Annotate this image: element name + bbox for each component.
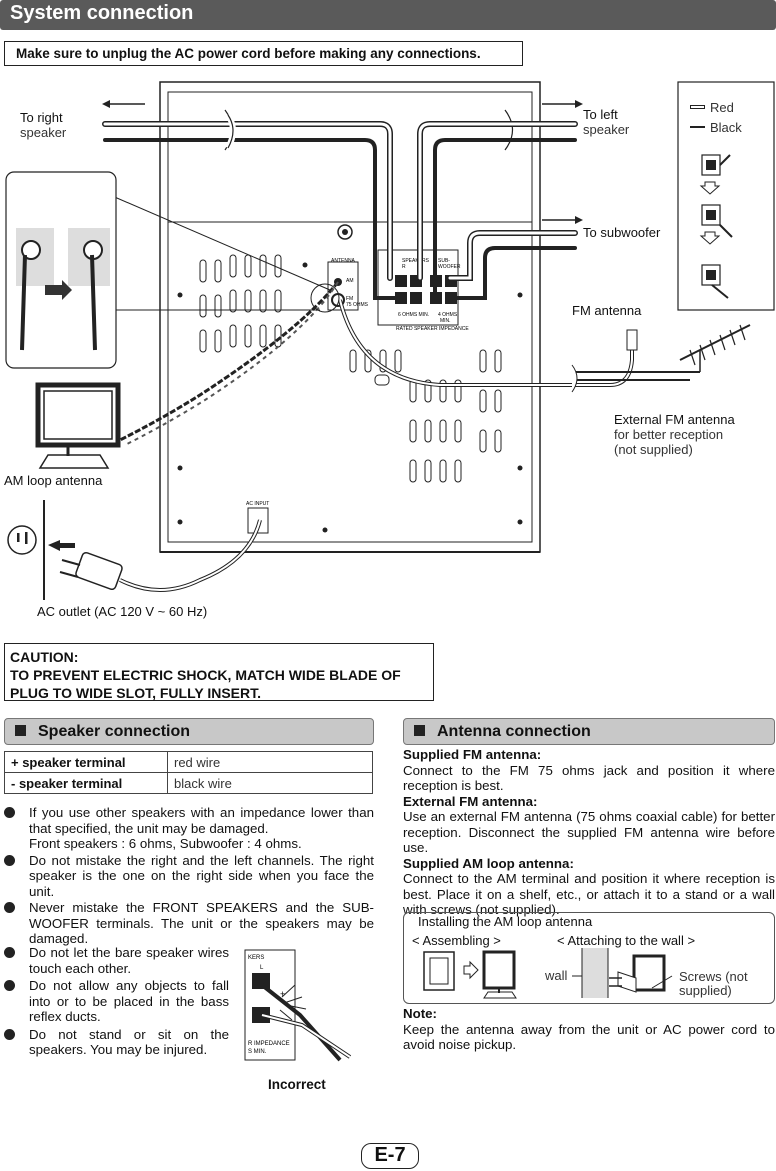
external-fm-line1: External FM antenna (614, 412, 735, 427)
table-cell: - speaker terminal (4, 772, 168, 794)
supplied-fm-heading: Supplied FM antenna: (403, 747, 542, 762)
supplied-fm-text: Connect to the FM 75 ohms jack and posit… (403, 762, 775, 794)
am-loop-label: AM loop antenna (4, 473, 103, 488)
assembling-label: < Assembling > (412, 933, 501, 948)
install-title: Installing the AM loop antenna (418, 914, 593, 929)
table-cell: black wire (167, 772, 373, 794)
to-right-line1: To right (20, 110, 63, 125)
list-item: Do not allow any objects to fall into or… (4, 978, 229, 1025)
bullet-dot-icon (4, 947, 15, 958)
panel-rated-label: RATED SPEAKER IMPEDANCE (396, 326, 469, 332)
screws-line1: Screws (not (679, 969, 748, 984)
external-fm-line2: for better reception (614, 427, 724, 442)
wall-label: wall (545, 968, 568, 983)
caution-line2: PLUG TO WIDE SLOT, FULLY INSERT. (10, 685, 261, 701)
panel-speakers-label: SPEAKERS (402, 258, 430, 264)
list-item: Do not let the bare speaker wires touch … (4, 945, 229, 976)
panel-fm-label: FM (346, 296, 353, 302)
note-section: Note: Keep the antenna away from the uni… (403, 1006, 775, 1053)
note-title: Note: (403, 1006, 437, 1021)
caution-box: CAUTION: TO PREVENT ELECTRIC SHOCK, MATC… (4, 643, 434, 701)
to-left-line2: speaker (583, 122, 630, 137)
caution-title: CAUTION: (10, 649, 79, 665)
fm-antenna-label: FM antenna (572, 303, 642, 318)
speaker-heading-text: Speaker connection (38, 723, 191, 740)
inset-min-label: S MIN. (248, 1049, 267, 1055)
to-right-label: To right speaker (20, 110, 66, 140)
antenna-instructions: Supplied FM antenna: Connect to the FM 7… (403, 747, 775, 918)
to-left-line1: To left (583, 107, 618, 122)
panel-antenna-label: ANTENNA (331, 258, 356, 264)
square-bullet-icon (414, 725, 425, 736)
attaching-label: < Attaching to the wall > (557, 933, 696, 948)
table-cell: red wire (167, 751, 373, 773)
bullet-text: If you use other speakers with an impeda… (29, 805, 374, 836)
panel-4ohms-label: 4 OHMS (438, 312, 458, 318)
bullet-dot-icon (4, 902, 15, 913)
square-bullet-icon (15, 725, 26, 736)
panel-woofer-label: WOOFER (438, 264, 461, 270)
incorrect-label: Incorrect (268, 1077, 326, 1092)
speaker-notes-list-2: Do not let the bare speaker wires touch … (4, 945, 229, 1059)
bullet-dot-icon (4, 1028, 15, 1040)
bullet-dot-icon (4, 854, 15, 866)
list-item: Never mistake the FRONT SPEAKERS and the… (4, 900, 374, 947)
bullet-dot-icon (4, 980, 15, 991)
bullet-dot-icon (4, 807, 15, 818)
panel-am-label: AM (346, 278, 354, 284)
am-install-box: Installing the AM loop antenna < Assembl… (403, 912, 775, 1004)
inset-imped-label: R IMPEDANCE (248, 1041, 290, 1047)
to-right-line2: speaker (20, 125, 67, 140)
bullet-text: Do not mistake the right and the left ch… (29, 852, 374, 899)
external-fm-heading: External FM antenna: (403, 793, 538, 809)
connection-diagram: SPEAKERS R L SUB- WOOFER 6 OHMS MIN. 4 O… (5, 81, 775, 600)
speaker-connection-heading: Speaker connection (4, 718, 374, 745)
section-title-bar: System connection (0, 0, 776, 30)
list-item: If you use other speakers with an impeda… (4, 805, 374, 852)
panel-ac-input-label: AC INPUT (246, 501, 269, 507)
bullet-text: Do not allow any objects to fall into or… (29, 978, 229, 1024)
panel-6ohms-label: 6 OHMS MIN. (398, 312, 429, 318)
panel-r-label: R (402, 264, 406, 270)
antenna-heading-text: Antenna connection (437, 723, 591, 740)
legend-black-label: Black (710, 120, 742, 135)
external-fm-line3: (not supplied) (614, 442, 693, 457)
to-subwoofer-label: To subwoofer (583, 225, 661, 240)
ac-outlet-label: AC outlet (AC 120 V ~ 60 Hz) (37, 604, 208, 619)
inset-plus-label: + (280, 989, 285, 999)
incorrect-wiring-illustration: KERS L + R IMPEDANCE S MIN. (244, 949, 352, 1062)
screws-label: Screws (not supplied) (679, 970, 748, 998)
panel-min-label: MIN. (440, 318, 451, 324)
page-title: System connection (10, 2, 194, 24)
caution-line1: TO PREVENT ELECTRIC SHOCK, MATCH WIDE BL… (10, 667, 401, 683)
screws-line2: supplied) (679, 983, 732, 998)
list-item: Do not mistake the right and the left ch… (4, 853, 374, 900)
list-item: Do not stand or sit on the speakers. You… (4, 1027, 229, 1058)
supplied-am-text: Connect to the AM terminal and position … (403, 871, 775, 917)
panel-sub-label: SUB- (438, 258, 450, 264)
inset-kers-label: KERS (248, 955, 264, 961)
panel-fm-ohms-label: 75 OHMS (346, 302, 369, 308)
bullet-text: Front speakers : 6 ohms, Subwoofer : 4 o… (29, 836, 302, 851)
to-left-label: To left speaker (583, 107, 629, 137)
page-number: E-7 (361, 1143, 419, 1169)
terminal-table: + speaker terminal red wire - speaker te… (4, 751, 373, 794)
external-fm-text: Use an external FM antenna (75 ohms coax… (403, 809, 775, 855)
note-text: Keep the antenna away from the unit or A… (403, 1021, 775, 1053)
table-row: - speaker terminal black wire (4, 772, 373, 794)
speaker-notes-list: If you use other speakers with an impeda… (4, 805, 374, 948)
table-cell: + speaker terminal (4, 751, 168, 773)
legend-red-label: Red (710, 100, 734, 115)
bullet-text: Do not let the bare speaker wires touch … (29, 945, 229, 976)
am-install-illustration (423, 948, 673, 999)
supplied-am-heading: Supplied AM loop antenna: (403, 855, 574, 871)
bullet-text: Never mistake the FRONT SPEAKERS and the… (29, 900, 374, 946)
bullet-text: Do not stand or sit on the speakers. You… (29, 1026, 229, 1058)
inset-l-label: L (260, 965, 264, 971)
unplug-warning: Make sure to unplug the AC power cord be… (4, 41, 523, 66)
external-fm-label: External FM antenna for better reception… (614, 412, 735, 457)
antenna-connection-heading: Antenna connection (403, 718, 775, 745)
table-row: + speaker terminal red wire (4, 751, 373, 773)
